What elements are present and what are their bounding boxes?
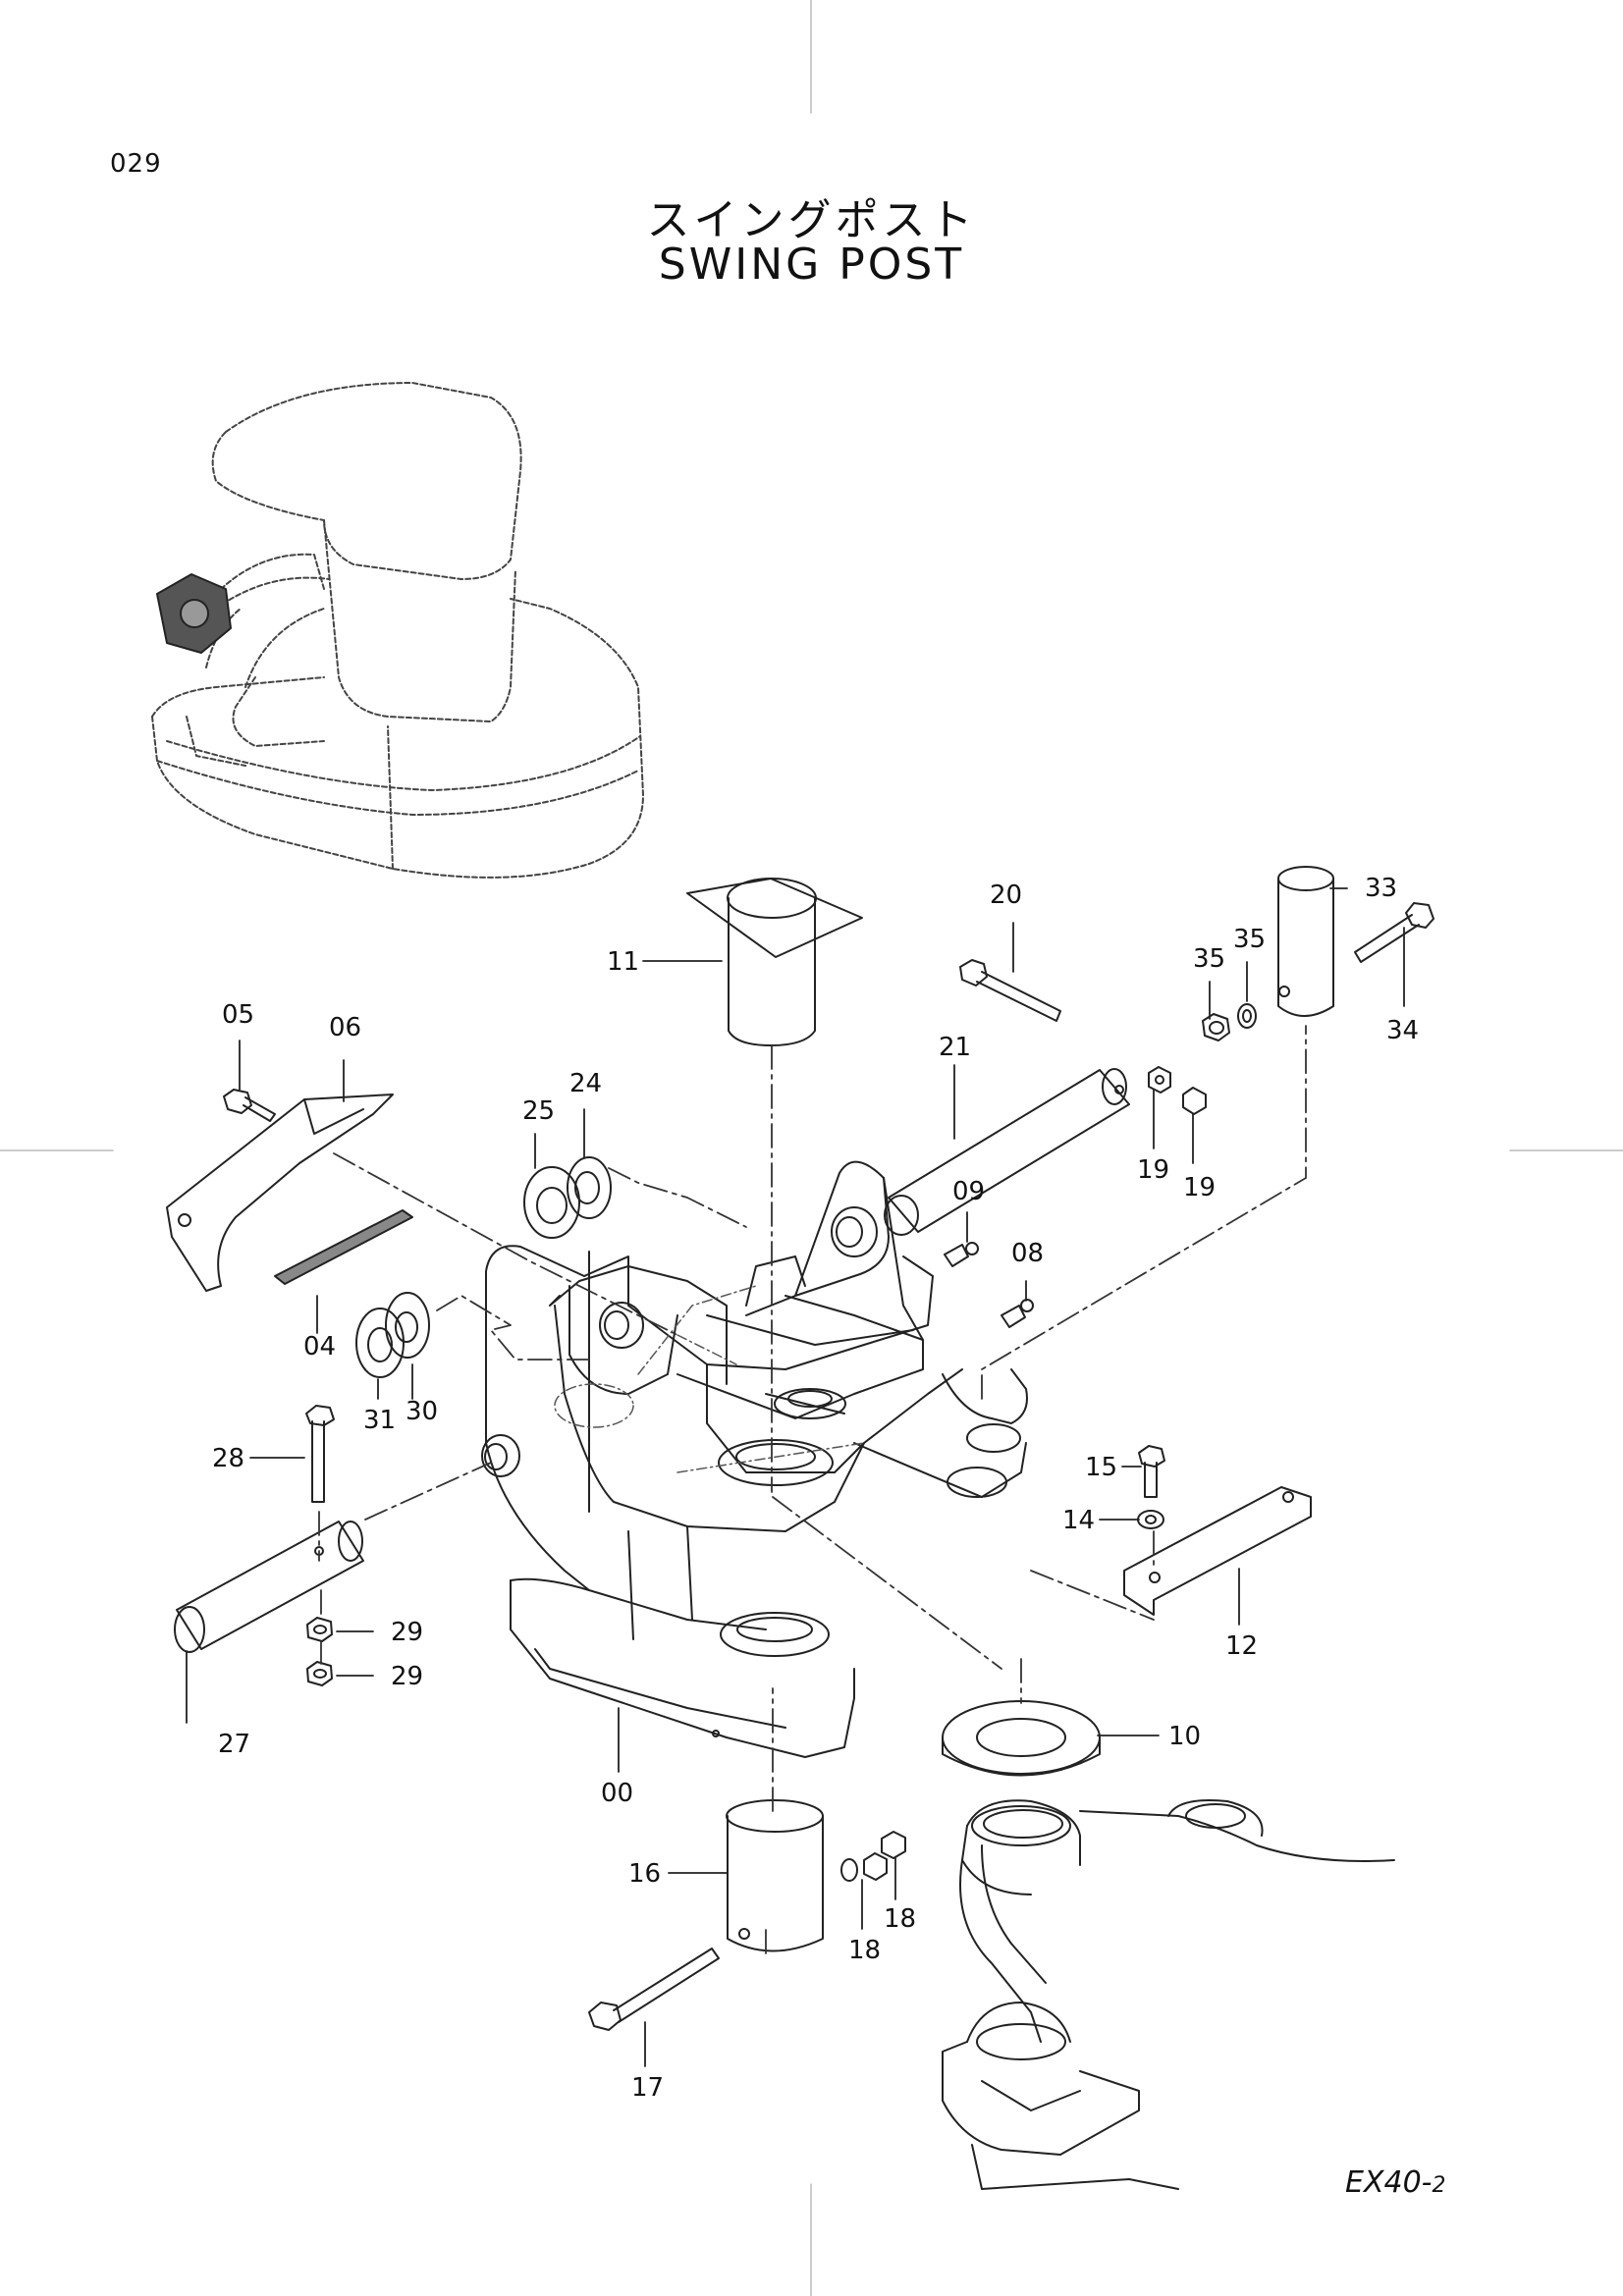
- callout-18-a: 18: [848, 1936, 881, 1965]
- part-11-upper-bushing: [686, 878, 863, 1046]
- part-10-thrust-washer: [942, 1700, 1101, 1777]
- callout-08: 08: [1011, 1239, 1044, 1268]
- part-33-collar: [1277, 866, 1334, 1017]
- callout-16: 16: [628, 1859, 661, 1889]
- part-19-nuts: [1148, 1066, 1207, 1115]
- part-34-bolt: [1354, 902, 1434, 963]
- part-35-nut-washer: [1202, 1003, 1257, 1041]
- callout-21: 21: [939, 1033, 971, 1062]
- part-29-nuts: [306, 1617, 333, 1686]
- part-21-pin: [884, 1068, 1130, 1236]
- callout-00: 00: [601, 1779, 633, 1808]
- callout-04: 04: [303, 1332, 336, 1362]
- part-15-bolt: [1138, 1445, 1165, 1498]
- model-code: EX40-2: [1345, 2165, 1446, 2200]
- callout-19-a: 19: [1137, 1155, 1169, 1185]
- callout-10: 10: [1168, 1722, 1201, 1751]
- page-number: 029: [110, 149, 162, 179]
- part-16-lower-bushing: [726, 1799, 824, 1952]
- callout-35-a: 35: [1193, 944, 1225, 974]
- callout-17: 17: [631, 2073, 664, 2103]
- part-18-nuts: [840, 1831, 906, 1882]
- callout-05: 05: [222, 1000, 254, 1030]
- part-09-grease-fitting: [944, 1242, 979, 1267]
- part-30-31-washers: [355, 1292, 430, 1378]
- callout-28: 28: [212, 1444, 244, 1473]
- page-title: SWING POST: [658, 240, 965, 290]
- hydraulic-pump-illustration: [156, 573, 232, 654]
- callout-35-b: 35: [1233, 925, 1266, 954]
- callout-34: 34: [1386, 1016, 1419, 1045]
- model-name: EX40-: [1345, 2165, 1433, 2200]
- callout-06: 06: [329, 1013, 361, 1042]
- page-title-japanese: スイングポスト: [646, 195, 977, 245]
- part-27-pin: [174, 1521, 364, 1653]
- swing-post-body: [481, 1160, 1028, 1758]
- callout-15: 15: [1085, 1453, 1117, 1482]
- lower-frame-illustration: [942, 1799, 1395, 2190]
- callout-29-b: 29: [391, 1662, 423, 1691]
- part-14-washer: [1137, 1510, 1164, 1529]
- callout-24: 24: [569, 1069, 602, 1098]
- part-24-25-washers: [523, 1156, 612, 1239]
- callout-12: 12: [1225, 1631, 1258, 1661]
- alignment-lines: [318, 1025, 1307, 1954]
- callout-14: 14: [1062, 1506, 1095, 1535]
- callout-11: 11: [607, 947, 639, 977]
- callout-31: 31: [363, 1406, 396, 1435]
- callout-09: 09: [952, 1177, 985, 1206]
- part-04-strip: [274, 1209, 413, 1285]
- callout-25: 25: [522, 1096, 555, 1126]
- callout-18-b: 18: [884, 1904, 916, 1934]
- part-06-cover: [166, 1094, 394, 1292]
- callout-19-b: 19: [1183, 1173, 1216, 1202]
- callout-20: 20: [990, 881, 1022, 910]
- part-08-grease-fitting: [1001, 1299, 1034, 1328]
- part-12-plate: [1123, 1486, 1312, 1616]
- callout-27: 27: [218, 1730, 250, 1759]
- part-28-bolt: [305, 1405, 335, 1503]
- callout-30: 30: [406, 1397, 438, 1426]
- callout-leaders: [186, 887, 1405, 2067]
- callout-29-a: 29: [391, 1618, 423, 1647]
- callout-labels: 11 20 21 19 19 33 34 35 35 05 06 04 25 2…: [212, 874, 1419, 2103]
- part-05-bolt: [223, 1089, 276, 1122]
- model-suffix: 2: [1432, 2173, 1446, 2198]
- callout-33: 33: [1365, 874, 1397, 903]
- part-17-bolt: [588, 1948, 720, 2031]
- part-20-bolt: [959, 959, 1061, 1022]
